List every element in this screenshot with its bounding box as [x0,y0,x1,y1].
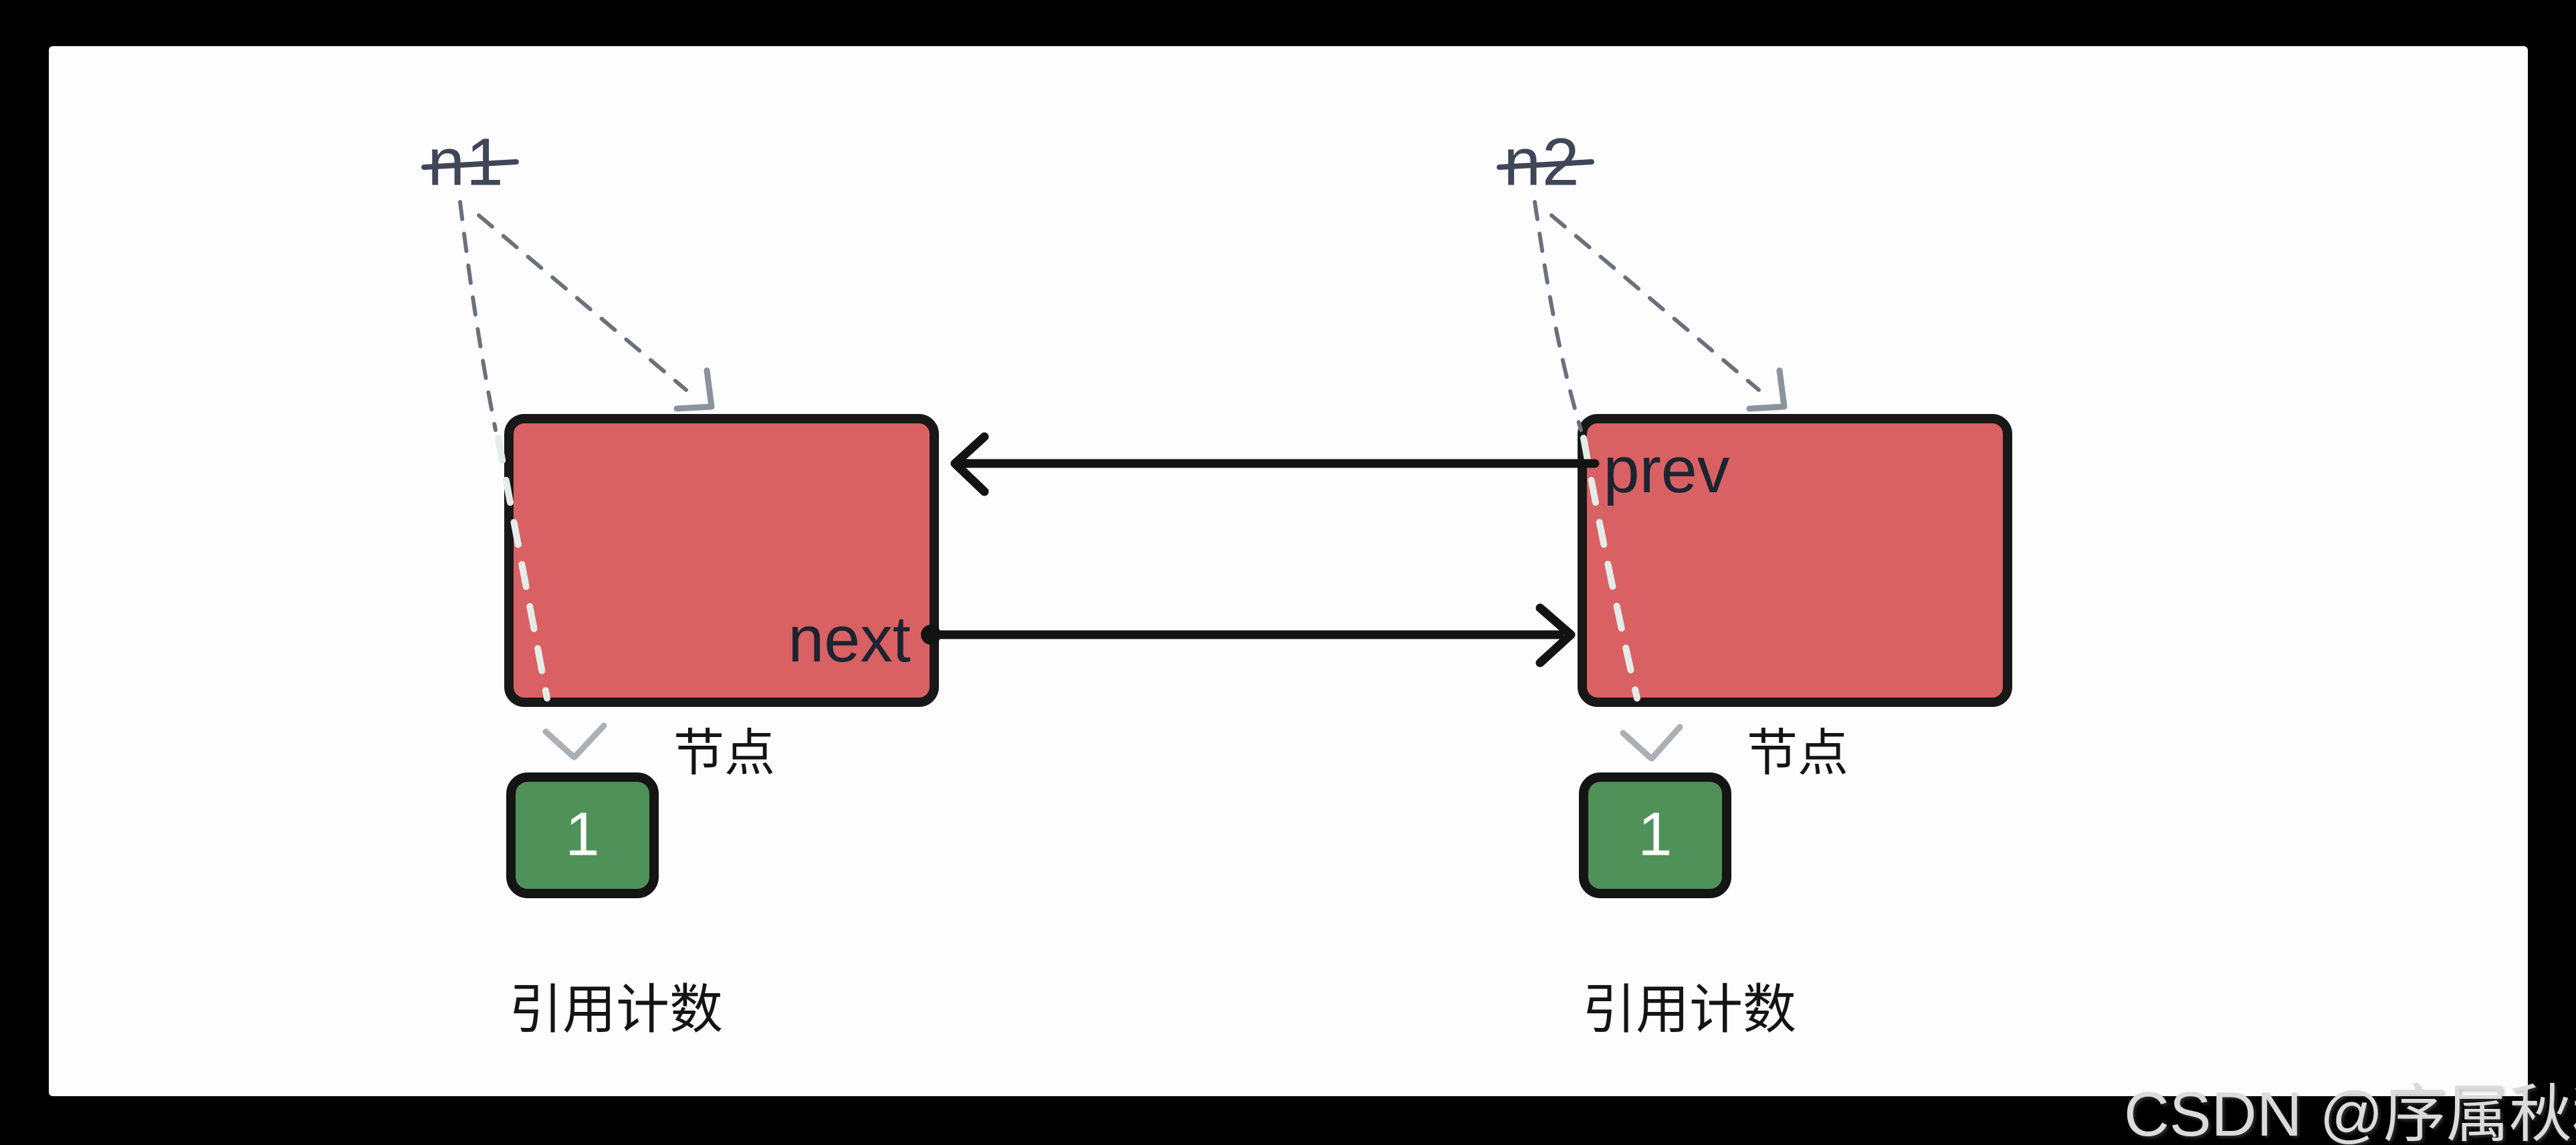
ref-count-box-left [506,772,659,898]
pointer-label-n1: n1 [427,124,505,200]
diagram-canvas [49,46,2528,1096]
ref-count-caption-left: 引用计数 [509,980,723,1039]
node-caption-right: 节点 [1747,725,1848,782]
ref-count-box-right [1579,772,1731,898]
field-label-next: next [788,603,911,675]
ref-count-caption-right: 引用计数 [1582,980,1796,1039]
node-caption-left: 节点 [673,725,775,782]
csdn-watermark: CSDN @序属秋秋秋 [2124,1079,2576,1145]
ref-count-value-left: 1 [565,800,600,869]
pointer-label-n2: n2 [1503,124,1581,200]
ref-count-value-right: 1 [1638,800,1673,869]
node-box-left [504,414,939,707]
node-box-right [1578,414,2012,707]
field-label-prev: prev [1603,433,1730,506]
